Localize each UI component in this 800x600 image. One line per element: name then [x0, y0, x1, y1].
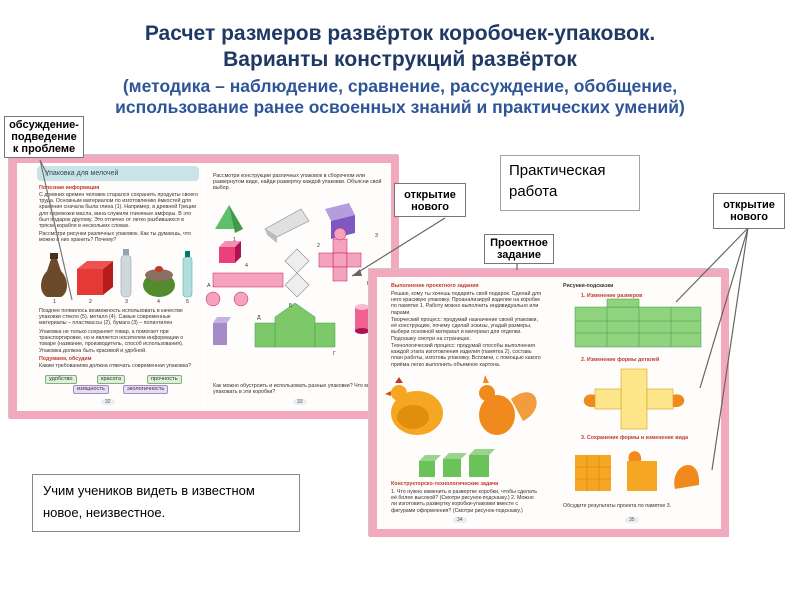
- page-edge: [369, 269, 377, 537]
- page-edge: [9, 155, 399, 163]
- hints-heading: Рисунки-подсказки: [563, 283, 614, 289]
- callout-discussion: обсуждение-подведение к проблеме: [4, 116, 84, 158]
- page-edge: [369, 269, 729, 277]
- creative-process-text: Творческий процесс: продумай назначение …: [391, 317, 538, 341]
- green-cubes-illustration: [419, 449, 495, 477]
- summary-heading: Подумаем, обсудим: [39, 356, 92, 362]
- footer-note: Обсудите результаты проекта по памятке 3…: [563, 503, 672, 509]
- item-number: 5: [186, 299, 189, 305]
- textbook-spread-right: Выполнение проектного задания Решаю, ком…: [368, 268, 729, 537]
- page-number: 33: [293, 399, 307, 405]
- textbook-spread-left: Упаковка для мелочей Полезная информация…: [8, 154, 399, 419]
- textbook-page: Выполнение проектного задания Решаю, ком…: [377, 277, 549, 529]
- item-number: 2: [89, 299, 92, 305]
- net-label: Б: [289, 303, 293, 309]
- net-label: 3: [375, 233, 378, 239]
- info-heading: Полезная информация: [39, 185, 100, 191]
- form-preservation-illustration: [575, 451, 700, 491]
- nets-intro: Рассмотри конструкции различных упаковок…: [213, 173, 382, 192]
- packaging-nets-illustration: [205, 203, 369, 348]
- slide-subtitle-line-1: (методика – наблюдение, сравнение, рассу…: [122, 76, 678, 96]
- section-header: Упаковка для мелочей: [37, 166, 199, 181]
- item-number: 1: [53, 299, 56, 305]
- tech-tasks-header: Конструкторско-технологические задачи: [391, 481, 499, 487]
- hint-label: 3. Сохранение формы и изменение вида: [581, 435, 689, 441]
- net-label: А: [207, 283, 211, 289]
- callout-discovery: открытие нового: [713, 193, 785, 229]
- project-section-header: Выполнение проектного задания: [391, 283, 479, 289]
- shape-change-net-illustration: [583, 368, 685, 430]
- requirement-tag: изящность: [73, 385, 109, 394]
- requirement-tag: удобство: [45, 375, 77, 384]
- callout-practical-work: Практическая работа: [500, 155, 640, 211]
- info-text-materials: Позднее появилось возможность использова…: [39, 308, 183, 328]
- slide-subtitle-line-2: использование ранее освоенных знаний и п…: [115, 97, 685, 117]
- containers-illustration: [41, 249, 193, 298]
- page-edge: [9, 155, 17, 419]
- item-number: 3: [125, 299, 128, 305]
- hint-label: 2. Изменение формы деталей: [581, 357, 660, 363]
- callout-discovery: открытие нового: [394, 183, 466, 217]
- item-number: 4: [157, 299, 160, 305]
- callout-bottom-note: Учим учеников видеть в известном новое, …: [32, 474, 300, 532]
- info-text-packaging: Упаковка не только сохраняет товар, а по…: [39, 329, 184, 354]
- net-label: 4: [245, 263, 248, 269]
- page-edge: [721, 269, 729, 537]
- requirement-tag: экологичность: [123, 385, 169, 394]
- net-label: Г: [333, 351, 336, 357]
- summary-question: Каким требованиям должна отвечать соврем…: [39, 363, 192, 369]
- slide-title-line-1: Расчет размеров развёрток коробочек-упак…: [144, 22, 656, 45]
- tech-process-text: Технологический процесс: продумай способ…: [391, 343, 541, 367]
- info-text-question: Рассмотри рисунки различных упаковок. Ка…: [39, 231, 192, 243]
- page-number: 35: [625, 517, 639, 523]
- nets-question: Как можно обустроить и использовать разн…: [213, 383, 381, 396]
- textbook-page: Упаковка для мелочей Полезная информация…: [17, 163, 203, 411]
- callout-project-task: Проектное задание: [484, 234, 554, 264]
- page-number: 34: [453, 517, 467, 523]
- textbook-page: Рисунки-подсказки 1. Изменение размеров …: [551, 277, 721, 529]
- size-change-net-illustration: [574, 298, 702, 348]
- tech-tasks: 1. Что нужно изменить в развертке коробк…: [391, 489, 538, 514]
- project-intro: Решаю, кому ты хочешь подарить свой пода…: [391, 291, 541, 315]
- net-label: 1: [233, 237, 236, 243]
- net-label: 2: [317, 243, 320, 249]
- page-number: 32: [101, 399, 115, 405]
- textbook-page: Рассмотри конструкции различных упаковок…: [205, 163, 391, 411]
- net-label: Д: [257, 315, 261, 321]
- requirement-tag: прочность: [147, 375, 182, 384]
- page-edge: [369, 529, 729, 537]
- page-edge: [9, 411, 399, 419]
- slide-title-line-2: Варианты конструкций развёрток: [223, 48, 577, 71]
- hint-label: 1. Изменение размеров: [581, 293, 643, 299]
- info-text: С древних времен человек старался сохран…: [39, 192, 199, 230]
- hen-and-squirrel-illustration: [385, 375, 537, 435]
- requirement-tag: красота: [97, 375, 126, 384]
